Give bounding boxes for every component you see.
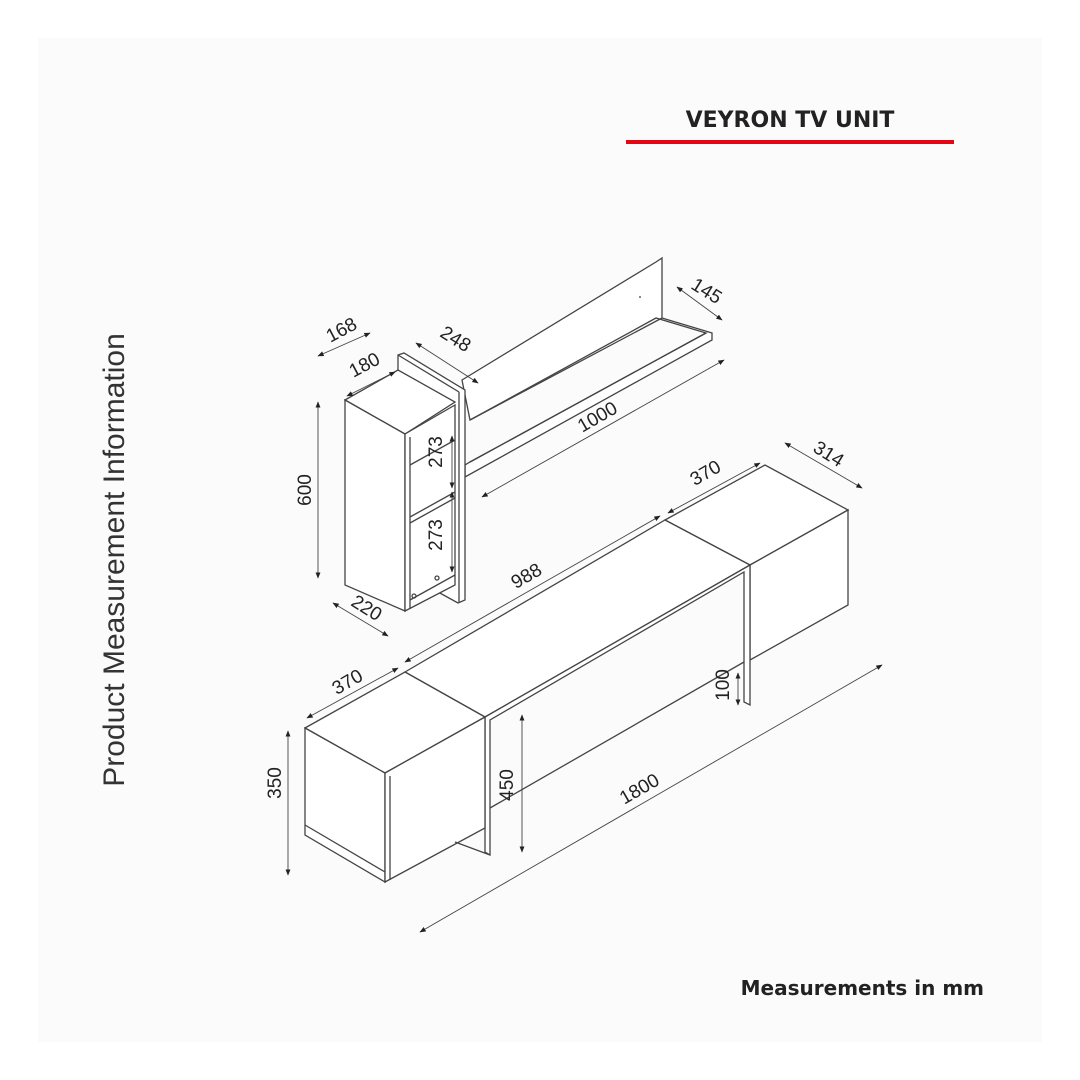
title-underline — [626, 140, 954, 144]
dim-label-248: 248 — [436, 322, 474, 357]
dim-label-1800: 1800 — [616, 770, 663, 809]
product-title: VEYRON TV UNIT — [685, 108, 895, 133]
dim-label-100: 100 — [713, 669, 734, 701]
wall-shelf — [461, 256, 713, 479]
dim-label-168: 168 — [323, 314, 361, 347]
dimension-lines — [285, 286, 883, 933]
dim-label-350: 350 — [265, 767, 286, 799]
dim-label-450: 450 — [497, 769, 518, 801]
dim-label-273-upper: 273 — [426, 436, 447, 468]
dim-label-273-lower: 273 — [426, 519, 447, 551]
dim-label-145: 145 — [687, 274, 725, 309]
dim-label-370-left: 370 — [329, 666, 367, 700]
dim-label-314: 314 — [809, 437, 847, 472]
dim-label-180: 180 — [346, 349, 384, 382]
units-note: Measurements in mm — [740, 976, 984, 1000]
dim-label-988: 988 — [508, 560, 546, 594]
dim-label-600: 600 — [295, 474, 316, 506]
wall-cabinet — [343, 369, 457, 613]
